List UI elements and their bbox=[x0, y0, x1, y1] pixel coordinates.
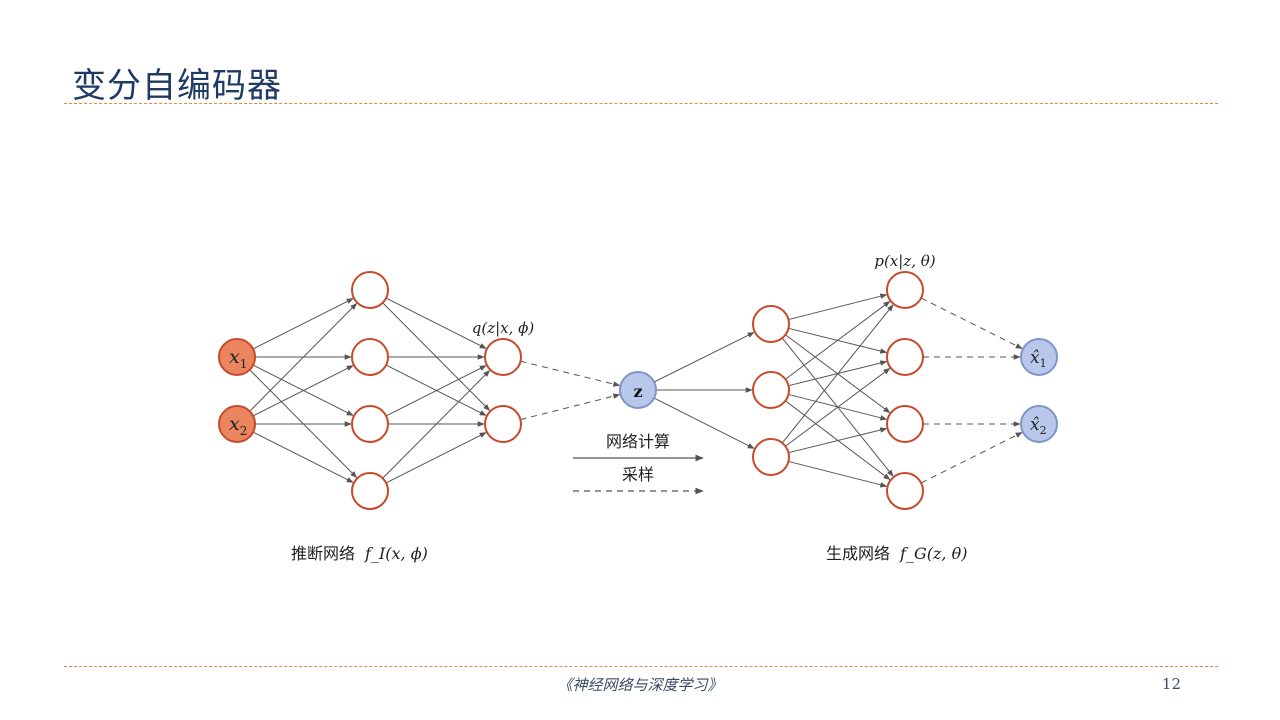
edge-decoder-hidden-to-output bbox=[785, 300, 891, 380]
decoder-output-node-4 bbox=[886, 472, 924, 510]
encoder-hidden-node-3 bbox=[351, 405, 389, 443]
network-edges bbox=[249, 293, 1023, 488]
network-nodes bbox=[218, 271, 1058, 510]
edge-decoder-hidden-to-output bbox=[788, 460, 888, 488]
edge-sample-to-latent bbox=[520, 360, 621, 387]
legend-compute-label: 网络计算 bbox=[606, 432, 670, 451]
input-node-1 bbox=[218, 338, 256, 376]
decoder-hidden-node-2 bbox=[752, 371, 790, 409]
edge-hidden-to-encoder-output bbox=[385, 297, 487, 349]
edge-latent-to-decoder bbox=[653, 331, 755, 383]
edge-input-to-hidden bbox=[252, 365, 354, 417]
decoder-distribution-label: p(x|z, θ) bbox=[874, 252, 935, 270]
edge-hidden-to-encoder-output bbox=[385, 432, 487, 484]
encoder-hidden-node-1 bbox=[351, 271, 389, 309]
footer-book-title: 《神经网络与深度学习》 bbox=[557, 676, 723, 694]
reconstructed-node-1 bbox=[1020, 338, 1058, 376]
decoder-hidden-node-3 bbox=[752, 438, 790, 476]
edge-sample-to-latent bbox=[520, 393, 621, 421]
footer-divider bbox=[64, 666, 1218, 667]
input-node-label-2: x2 bbox=[229, 413, 247, 438]
edge-sample-to-output bbox=[920, 297, 1023, 349]
edge-decoder-hidden-to-output bbox=[781, 304, 894, 444]
edge-latent-to-decoder bbox=[653, 397, 755, 449]
encoder-output-node-2 bbox=[484, 405, 522, 443]
edge-hidden-to-encoder-output bbox=[382, 369, 491, 479]
edge-decoder-hidden-to-output bbox=[785, 367, 891, 447]
input-node-label-1: x1 bbox=[229, 346, 247, 371]
edge-sample-to-output bbox=[920, 432, 1023, 484]
decoder-output-node-3 bbox=[886, 405, 924, 443]
edge-input-to-hidden bbox=[252, 298, 354, 350]
latent-node bbox=[619, 371, 657, 409]
edge-decoder-hidden-to-output bbox=[788, 293, 888, 321]
slide-title: 变分自编码器 bbox=[72, 66, 282, 106]
output-node-label-1: x̂1 bbox=[1030, 348, 1047, 370]
latent-node-label: z bbox=[633, 382, 642, 401]
decoder-output-node-2 bbox=[886, 338, 924, 376]
encoder-output-node-1 bbox=[484, 338, 522, 376]
encoder-distribution-label: q(z|x, ϕ) bbox=[472, 319, 535, 337]
edge-input-to-hidden bbox=[252, 431, 354, 483]
edge-decoder-hidden-to-output bbox=[788, 427, 888, 454]
legend-sample-label: 采样 bbox=[622, 465, 654, 484]
decoder-output-node-1 bbox=[886, 271, 924, 309]
title-divider bbox=[64, 103, 1218, 104]
encoder-hidden-node-2 bbox=[351, 338, 389, 376]
input-node-2 bbox=[218, 405, 256, 443]
output-node-label-2: x̂2 bbox=[1030, 415, 1047, 437]
page-number: 12 bbox=[1161, 675, 1181, 693]
encoder-hidden-node-4 bbox=[351, 472, 389, 510]
edge-hidden-to-encoder-output bbox=[385, 365, 487, 417]
edge-input-to-hidden bbox=[249, 302, 358, 412]
reconstructed-node-2 bbox=[1020, 405, 1058, 443]
decoder-hidden-node-1 bbox=[752, 305, 790, 343]
